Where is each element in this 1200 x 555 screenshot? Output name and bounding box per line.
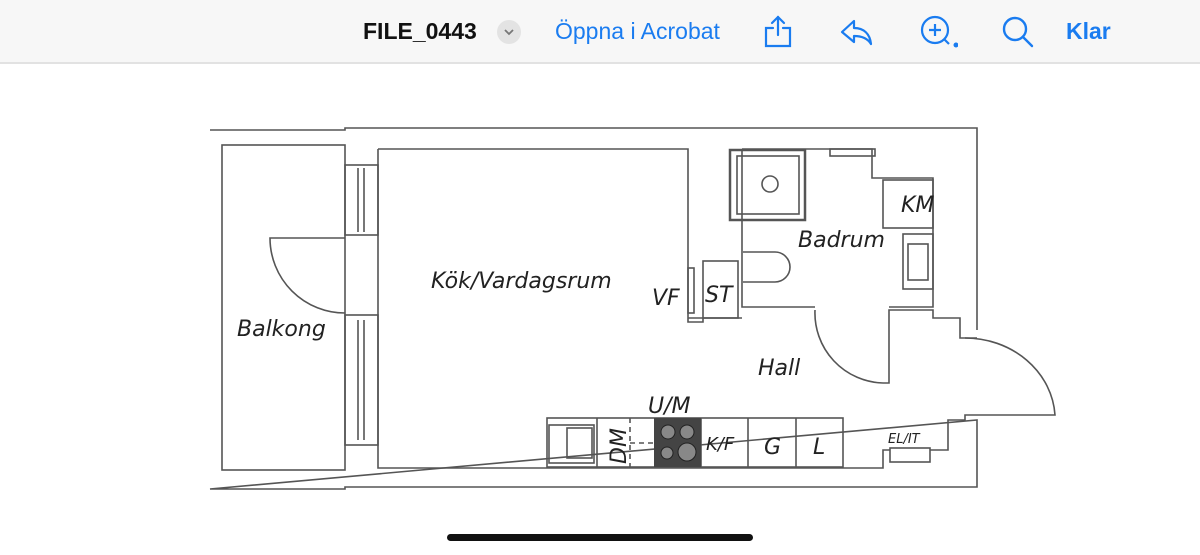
st-cabinet [702, 260, 739, 319]
search-icon[interactable] [1000, 13, 1036, 49]
fixture-label-dm: DM [607, 428, 632, 464]
el-it-box [889, 447, 931, 463]
kitchen-sink [548, 424, 595, 464]
reply-icon[interactable] [838, 13, 874, 49]
room-label-hall: Hall [758, 356, 800, 381]
entry-door [930, 337, 1056, 451]
balcony-area [221, 144, 346, 471]
balcony-door [269, 237, 346, 314]
done-button[interactable]: Klar [1066, 18, 1111, 44]
fixture-label-el-it: EL/IT [888, 432, 921, 447]
fixture-label-l: L [813, 435, 825, 460]
kitchen-living-walls [377, 148, 890, 469]
window [344, 314, 379, 446]
window [344, 164, 379, 236]
outer-wall [209, 127, 978, 490]
bathroom-sink [902, 233, 934, 290]
zoom-in-icon[interactable] [918, 13, 959, 49]
shower [728, 148, 807, 222]
fixture-label-kf: K/F [706, 434, 735, 455]
vf-cabinet [687, 267, 695, 314]
toolbar: FILE_0443 Öppna i Acrobat Klar [0, 0, 1200, 64]
file-name[interactable]: FILE_0443 [363, 18, 477, 44]
km-cabinet [882, 179, 934, 229]
room-label-balcony: Balkong [237, 317, 326, 342]
share-icon[interactable] [760, 13, 796, 49]
fixture-label-vf: VF [652, 286, 680, 311]
room-label-bathroom: Badrum [798, 228, 885, 253]
bathroom-door [814, 309, 977, 384]
stove [654, 418, 701, 467]
home-indicator[interactable] [447, 534, 753, 541]
fixture-label-st: ST [705, 283, 734, 308]
fixture-label-um: U/M [648, 394, 691, 419]
toilet [743, 251, 791, 283]
fixture-label-km: KM [901, 193, 934, 218]
open-in-acrobat-button[interactable]: Öppna i Acrobat [555, 18, 720, 44]
chevron-down-icon[interactable] [497, 20, 521, 44]
fixture-label-g: G [764, 435, 781, 460]
room-label-kitchen-living: Kök/Vardagsrum [431, 269, 612, 294]
